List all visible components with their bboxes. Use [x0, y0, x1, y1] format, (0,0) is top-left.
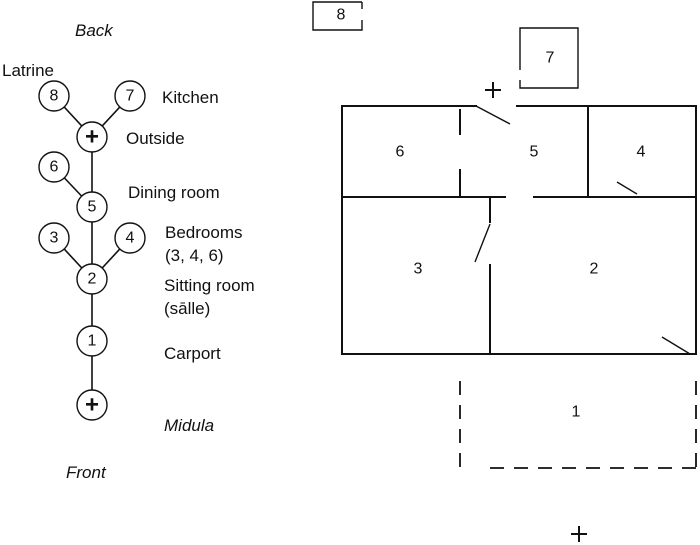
back-label: Back — [75, 21, 114, 40]
room-4-number: 4 — [637, 144, 646, 161]
graph-node-7: 7 — [114, 80, 146, 112]
room-8-number: 8 — [337, 7, 346, 24]
access-graph: Back Latrine Kitchen Outside Dining room… — [2, 21, 255, 482]
interior-walls — [341, 105, 697, 355]
kitchen-label: Kitchen — [162, 88, 219, 107]
graph-node-8: 8 — [38, 80, 70, 112]
room-7-number: 7 — [546, 50, 555, 67]
graph-node-circle — [38, 80, 70, 112]
room-1-number: 1 — [572, 404, 581, 421]
bedrooms-numbers-label: (3, 4, 6) — [165, 246, 224, 265]
bedrooms-label: Bedrooms — [165, 223, 242, 242]
graph-node-midula: + — [76, 389, 108, 421]
graph-node-circle — [76, 121, 108, 153]
graph-node-circle — [114, 222, 146, 254]
room-2-number: 2 — [590, 261, 599, 278]
graph-nodes: 8 7 +6 5 3 4 2 1 + — [38, 80, 146, 421]
graph-node-circle — [38, 222, 70, 254]
midula-plus-icon — [571, 526, 587, 542]
graph-node-4: 4 — [114, 222, 146, 254]
graph-node-label: + — [85, 392, 99, 419]
midula-label: Midula — [164, 416, 214, 435]
room-8-latrine: 8 — [312, 1, 363, 31]
graph-node-label: 6 — [50, 159, 59, 176]
graph-node-label: 8 — [50, 88, 59, 105]
graph-node-circle — [76, 325, 108, 357]
graph-node-circle — [76, 191, 108, 223]
graph-node-label: 1 — [88, 333, 97, 350]
carport-outline — [459, 381, 697, 469]
graph-node-label: + — [85, 124, 99, 151]
sitting-room-label: Sitting room — [164, 276, 255, 295]
graph-node-outside: + — [76, 121, 108, 153]
graph-node-6: 6 — [38, 151, 70, 183]
graph-node-3: 3 — [38, 222, 70, 254]
salle-label: (sālle) — [164, 299, 210, 318]
graph-node-label: 3 — [50, 230, 59, 247]
latrine-label: Latrine — [2, 61, 54, 80]
graph-node-label: 7 — [126, 88, 135, 105]
room-5-number: 5 — [530, 144, 539, 161]
room-7-kitchen: 7 — [519, 27, 579, 89]
dining-room-label: Dining room — [128, 183, 220, 202]
front-label: Front — [66, 463, 107, 482]
outer-walls — [341, 105, 697, 355]
graph-node-label: 2 — [88, 271, 97, 288]
graph-node-circle — [38, 151, 70, 183]
graph-node-2: 2 — [76, 263, 108, 295]
graph-node-1: 1 — [76, 325, 108, 357]
graph-node-5: 5 — [76, 191, 108, 223]
room-6-number: 6 — [396, 144, 405, 161]
graph-node-circle — [76, 389, 108, 421]
graph-node-circle — [76, 263, 108, 295]
outside-plus-icon — [485, 82, 501, 98]
room-3-number: 3 — [414, 261, 423, 278]
graph-node-label: 5 — [88, 199, 97, 216]
floor-plan: 8 7 — [312, 1, 697, 542]
outside-label: Outside — [126, 129, 185, 148]
graph-node-label: 4 — [126, 230, 135, 247]
graph-node-circle — [114, 80, 146, 112]
carport-label: Carport — [164, 344, 221, 363]
